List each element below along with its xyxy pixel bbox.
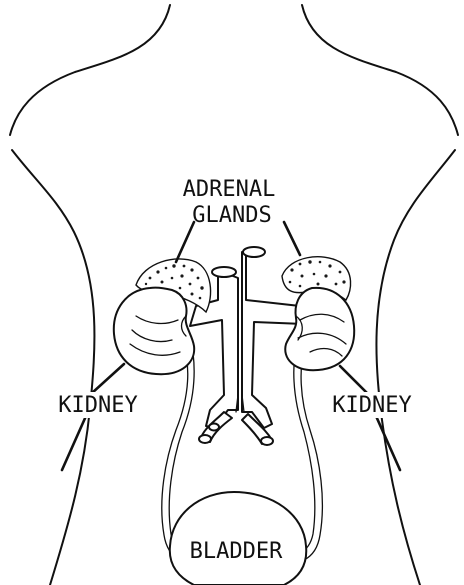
kidney-left-label: KIDNEY bbox=[58, 393, 137, 418]
right-kidney bbox=[285, 288, 354, 370]
adrenal-glands-label-line1: ADRENAL bbox=[183, 177, 276, 202]
kidney-right-label: KIDNEY bbox=[332, 393, 411, 418]
adrenal-glands-label-line2: GLANDS bbox=[192, 203, 271, 228]
bladder-label: BLADDER bbox=[190, 539, 283, 564]
left-kidney bbox=[114, 288, 194, 375]
